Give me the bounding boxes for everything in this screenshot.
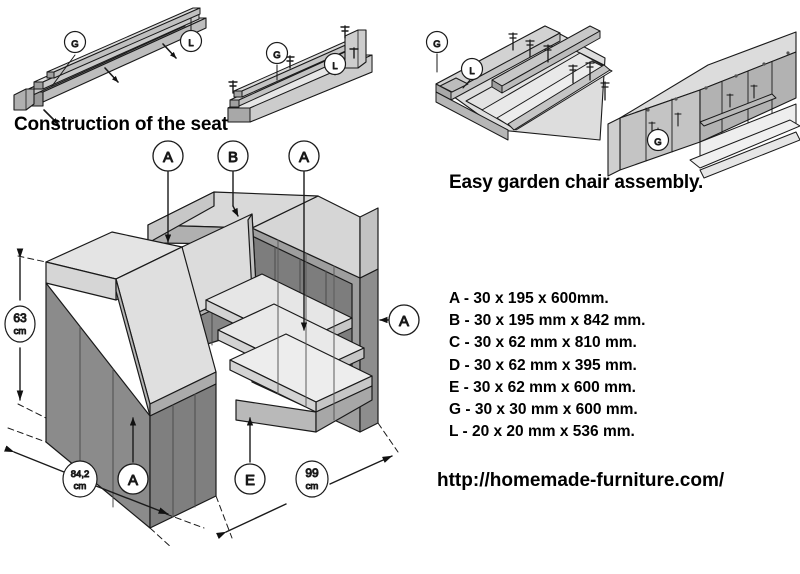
callout-b-backrest-rail: B (228, 149, 238, 166)
part-item-e: E - 30 x 62 mm x 600 mm. (449, 378, 636, 396)
dimension-lines (3, 248, 399, 549)
dim-height-unit: cm (14, 326, 27, 337)
part-item-g: G - 30 x 30 mm x 600 mm. (449, 401, 638, 419)
dim-width-unit: cm (306, 481, 319, 492)
callout-g-fig3: G (433, 39, 440, 50)
figure-seat-rail-detail: G L (13, 7, 207, 125)
website-url[interactable]: http://homemade-furniture.com/ (437, 470, 725, 491)
main-callouts: A B A A A E (117, 140, 420, 495)
dim-depth-unit: cm (74, 481, 87, 492)
dim-depth-value: 84,2 (71, 469, 90, 480)
callout-a-armrest: A (163, 149, 173, 166)
part-item-b: B - 30 x 195 mm x 842 mm. (449, 312, 646, 330)
part-item-l: L - 20 x 20 mm x 536 mm. (449, 423, 635, 441)
part-item-d: D - 30 x 62 mm x 395 mm. (449, 356, 637, 374)
dim-height-value: 63 (13, 311, 27, 325)
callout-a-seat-slat: A (299, 149, 309, 166)
callout-e-front-rail: E (245, 472, 255, 489)
callout-g-fig1: G (71, 39, 78, 50)
callout-g-fig2: G (273, 50, 280, 61)
part-item-c: C - 30 x 62 mm x 810 mm. (449, 334, 637, 352)
callout-l-fig3: L (469, 66, 474, 77)
part-item-a: A - 30 x 195 x 600mm. (449, 290, 609, 307)
main-chair-figure (45, 191, 379, 529)
heading-easy-assembly: Easy garden chair assembly. (449, 172, 704, 193)
dim-width-value: 99 (305, 466, 319, 480)
parts-list: A - 30 x 195 x 600mm. B - 30 x 195 mm x … (449, 288, 645, 443)
figure-seat-rail-screwed-detail: G L (227, 25, 373, 123)
callout-l-fig1: L (188, 38, 193, 49)
callout-a-right-panel: A (399, 313, 409, 330)
dimension-bubbles: 63 cm 84,2 cm 99 cm (4, 305, 329, 498)
callout-l-fig2: L (332, 61, 337, 72)
figure-seat-frame-planks-detail: G L (425, 25, 613, 141)
callout-g-fig4: G (654, 137, 661, 148)
heading-seat-construction: Construction of the seat (14, 114, 228, 135)
figure-backrest-panel-detail: G (607, 31, 800, 179)
callout-a-left-panel: A (128, 472, 138, 489)
